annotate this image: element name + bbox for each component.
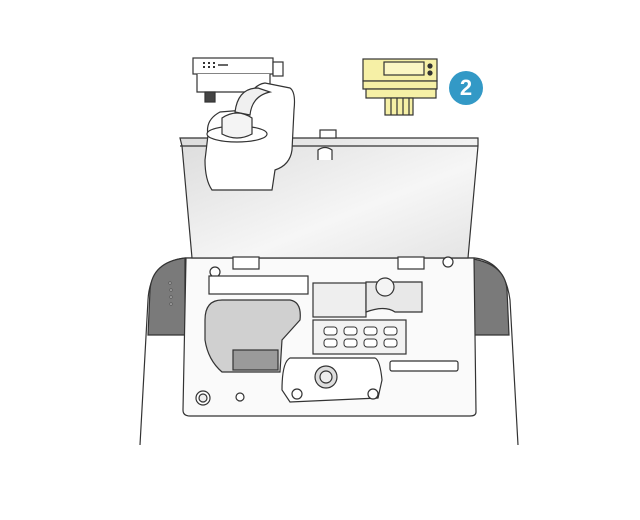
right-side-pad — [465, 257, 510, 336]
reservoir-module — [192, 57, 296, 191]
left-side-pad — [147, 257, 186, 336]
step-number-badge: 2 — [459, 75, 473, 100]
cartridge-slot — [312, 282, 367, 318]
cartridge-yellow — [362, 58, 438, 116]
step-badge-circle — [449, 71, 483, 105]
